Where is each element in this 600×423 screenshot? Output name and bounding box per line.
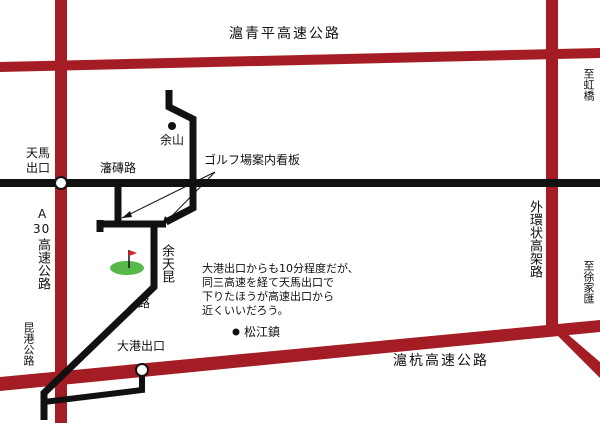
sheshan-dot-icon [168, 122, 176, 130]
expressway-to-xujiahui [548, 326, 600, 378]
label-waihuan-elevated: 外環状高架路 [527, 200, 542, 278]
label-shetiankun-road: 余天昆 [159, 244, 174, 283]
road-dagang-exit [43, 372, 145, 405]
route-note: 大港出口からも10分程度だが、 同三高速を経て天馬出口で 下りたほうが高速出口か… [202, 262, 359, 317]
expressway-hu-hang [0, 320, 600, 391]
golf-green-icon [110, 261, 144, 275]
golf-flag-icon [129, 250, 137, 256]
label-shetiankun-road-end: 路 [138, 296, 151, 310]
label-tianma-exit-bottom: 出口 [26, 161, 51, 175]
label-to-hongqiao: 至虹橋 [582, 68, 595, 101]
golf-sign-arrow-left [122, 211, 132, 218]
label-kungang-road: 昆港公路 [22, 322, 35, 366]
label-hu-qing-ping-expressway: 滬青平高速公路 [229, 26, 341, 42]
road-kungang [40, 224, 158, 420]
label-a30-expressway: 高速公路 [35, 238, 50, 290]
golf-sign-pointer-left [121, 171, 216, 219]
label-tianma-exit-top: 天馬 [26, 146, 51, 160]
songjiang-dot-icon [232, 328, 240, 336]
golf-sign-arrow-right [162, 216, 170, 226]
expressway-a30 [55, 0, 67, 423]
interchange-tianma-icon [54, 176, 68, 190]
golf-sign-pointer-right [161, 171, 216, 227]
road-shebi [0, 179, 600, 187]
expressway-waihuan [546, 0, 558, 328]
label-shebi-road: 瀋磚路 [100, 161, 137, 175]
label-dagang-exit: 大港出口 [117, 339, 166, 353]
label-songjiang-town: 松江鎮 [244, 325, 281, 339]
interchange-dagang-icon [135, 363, 149, 377]
label-hu-hang-expressway: 滬杭高速公路 [393, 353, 489, 369]
label-golf-sign: ゴルフ場案内看板 [204, 153, 301, 167]
label-to-xujiahui: 至徐家匯 [582, 260, 595, 304]
label-a30-number: 30 [33, 222, 51, 236]
expressway-hu-qing-ping [0, 48, 600, 72]
road-shetiankun [164, 90, 197, 226]
label-a30-letter: A [38, 207, 47, 221]
label-sheshan: 余山 [160, 133, 185, 147]
